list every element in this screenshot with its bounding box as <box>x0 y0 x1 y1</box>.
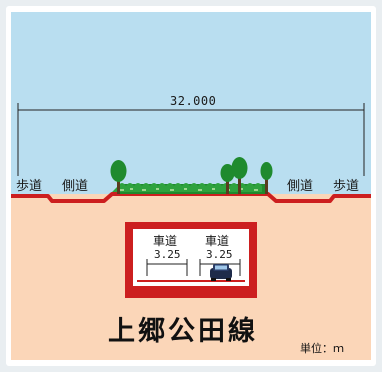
right-walkway-label: 歩道 <box>333 179 360 194</box>
tree-left <box>110 160 127 194</box>
left-walkway-label: 歩道 <box>16 179 43 194</box>
total-width-dimension <box>17 103 365 176</box>
tunnel-lane-left-width: 3.25 <box>154 248 181 261</box>
unit-label: 単位：ｍ <box>300 342 344 355</box>
left-side-road-label: 側道 <box>62 179 89 194</box>
tree-cluster-right <box>220 157 273 194</box>
tunnel-lane-left-label: 車道 <box>153 234 178 248</box>
car-icon <box>210 264 232 281</box>
tunnel-lane-right-label: 車道 <box>205 234 230 248</box>
route-title: 上郷公田線 <box>108 316 258 347</box>
total-width-label: 32.000 <box>170 94 217 108</box>
tunnel-lane-right-width: 3.25 <box>206 248 233 261</box>
hedge-row <box>112 183 268 194</box>
sky-area <box>11 12 371 194</box>
right-side-road-label: 側道 <box>287 179 314 194</box>
